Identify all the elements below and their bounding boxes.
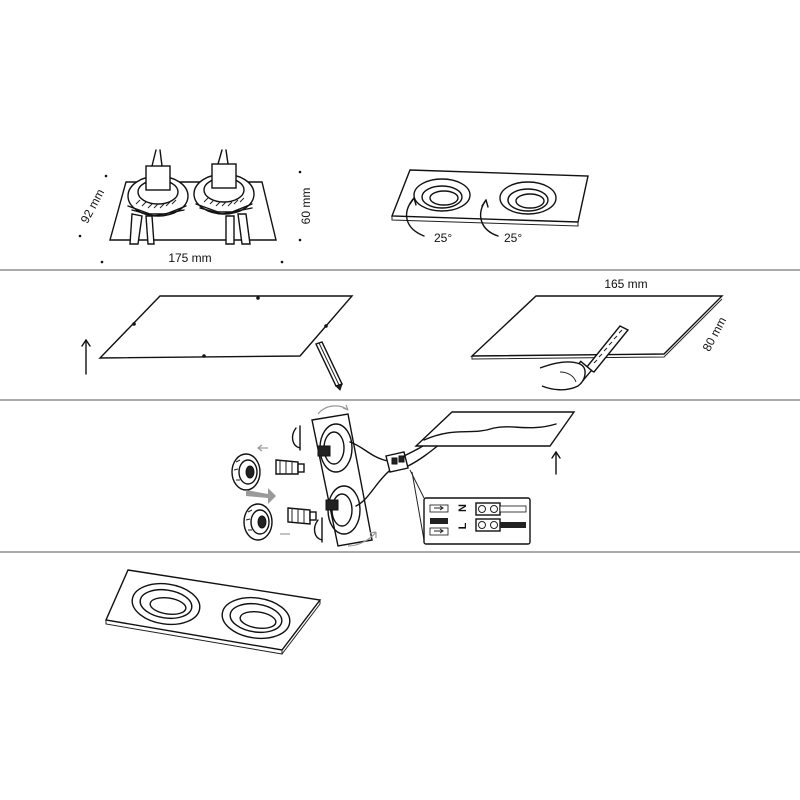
depth-label: 92 mm bbox=[78, 187, 108, 226]
lampholder-bottom bbox=[325, 499, 339, 511]
connector-block bbox=[385, 451, 409, 473]
ceiling-panel-cut bbox=[470, 295, 724, 357]
bulb-top bbox=[275, 459, 305, 475]
twist-icon-bottom bbox=[313, 519, 323, 541]
pencil-icon bbox=[315, 341, 343, 391]
finished-fixture-view bbox=[104, 569, 322, 655]
fixture-tilt-view: 25° 25° bbox=[390, 169, 589, 245]
assembly-view: N L bbox=[231, 404, 576, 547]
tilt-right-label: 25° bbox=[504, 231, 522, 245]
ceiling-cutting-view: 165 mm 80 mm bbox=[470, 277, 730, 391]
width-label: 175 mm bbox=[168, 251, 211, 265]
cutout-width-label: 165 mm bbox=[604, 277, 647, 291]
lamp-ring-bottom bbox=[243, 503, 273, 541]
cutout-depth-label: 80 mm bbox=[700, 315, 730, 354]
insert-arrow bbox=[246, 488, 276, 504]
ceiling-marking-view bbox=[81, 295, 354, 391]
lamp-ring-top bbox=[231, 453, 261, 491]
terminal-diagram: N L bbox=[423, 497, 531, 545]
bulb-bottom bbox=[287, 507, 317, 525]
terminal-l-label: L bbox=[457, 522, 469, 529]
rotate-arc-bottom bbox=[347, 531, 377, 547]
twist-icon-top bbox=[291, 427, 301, 449]
hand-icon bbox=[539, 361, 586, 391]
finished-frame bbox=[104, 569, 322, 651]
ceiling-plate bbox=[414, 411, 576, 447]
terminal-n-label: N bbox=[457, 504, 469, 512]
rotate-arc-top bbox=[317, 405, 349, 415]
fixture-dimensions-view: 175 mm 92 mm 60 mm bbox=[78, 149, 313, 265]
tilt-left-label: 25° bbox=[434, 231, 452, 245]
ceiling-panel-mark bbox=[98, 295, 354, 359]
height-label: 60 mm bbox=[299, 188, 313, 225]
lampholder-top bbox=[317, 445, 331, 457]
